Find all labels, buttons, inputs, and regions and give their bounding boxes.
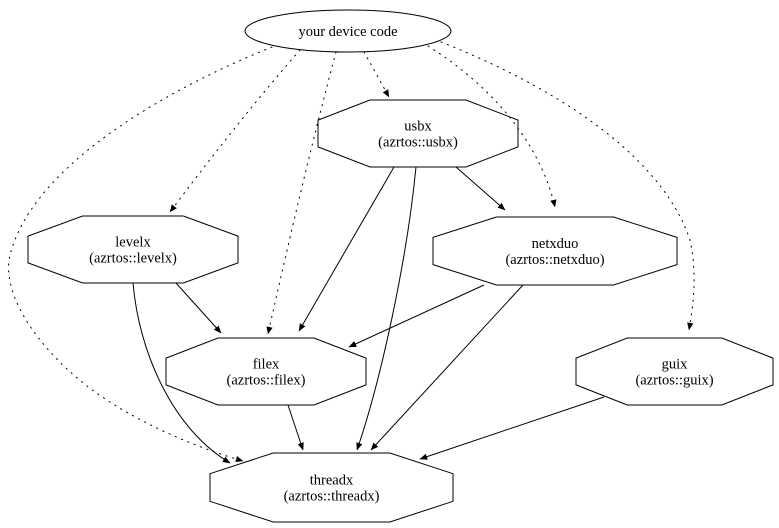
octagon-shape xyxy=(317,99,519,168)
node-label-filex-1: (azrtos::filex) xyxy=(227,373,306,389)
ellipse-shape xyxy=(244,9,452,53)
node-guix: guix(azrtos::guix) xyxy=(575,337,774,406)
edges-layer xyxy=(8,41,695,464)
node-label-filex-0: filex xyxy=(253,357,280,373)
node-label-threadx-1: (azrtos::threadx) xyxy=(284,489,380,505)
octagon-shape xyxy=(27,215,239,284)
edge-levelx-filex xyxy=(175,282,222,334)
edge-usbx-netxduo xyxy=(455,166,506,211)
node-device: your device code xyxy=(244,9,452,53)
node-label-usbx-1: (azrtos::usbx) xyxy=(378,135,458,151)
octagon-shape xyxy=(575,337,774,406)
node-label-threadx-0: threadx xyxy=(310,473,354,489)
node-filex: filex(azrtos::filex) xyxy=(165,337,367,406)
edge-device-filex xyxy=(266,51,337,335)
edge-usbx-filex xyxy=(298,166,395,332)
octagon-shape xyxy=(209,452,454,523)
edge-netxduo-filex xyxy=(348,284,485,348)
octagon-shape xyxy=(165,337,367,406)
node-threadx: threadx(azrtos::threadx) xyxy=(209,452,454,523)
edge-device-usbx xyxy=(363,51,390,98)
edge-guix-threadx xyxy=(419,396,605,460)
octagon-shape xyxy=(432,216,678,286)
node-label-guix-1: (azrtos::guix) xyxy=(635,373,713,389)
edge-device-guix xyxy=(440,41,695,331)
edge-device-netxduo xyxy=(427,45,557,208)
edge-levelx-threadx xyxy=(132,282,231,464)
edge-netxduo-threadx xyxy=(370,284,524,451)
node-label-netxduo-0: netxduo xyxy=(532,236,579,252)
node-label-levelx-1: (azrtos::levelx) xyxy=(89,251,177,267)
node-label-guix-0: guix xyxy=(662,357,689,373)
node-label-levelx-0: levelx xyxy=(115,235,151,251)
edge-usbx-threadx xyxy=(356,166,417,451)
node-label-netxduo-1: (azrtos::netxduo) xyxy=(505,252,604,268)
edge-device-levelx xyxy=(169,49,301,213)
edge-filex-threadx xyxy=(287,404,304,451)
nodes-layer: your device codeusbx(azrtos::usbx)levelx… xyxy=(27,9,774,523)
node-levelx: levelx(azrtos::levelx) xyxy=(27,215,239,284)
node-label-device-0: your device code xyxy=(298,24,397,40)
node-label-usbx-0: usbx xyxy=(404,119,432,135)
node-netxduo: netxduo(azrtos::netxduo) xyxy=(432,216,678,286)
node-usbx: usbx(azrtos::usbx) xyxy=(317,99,519,168)
